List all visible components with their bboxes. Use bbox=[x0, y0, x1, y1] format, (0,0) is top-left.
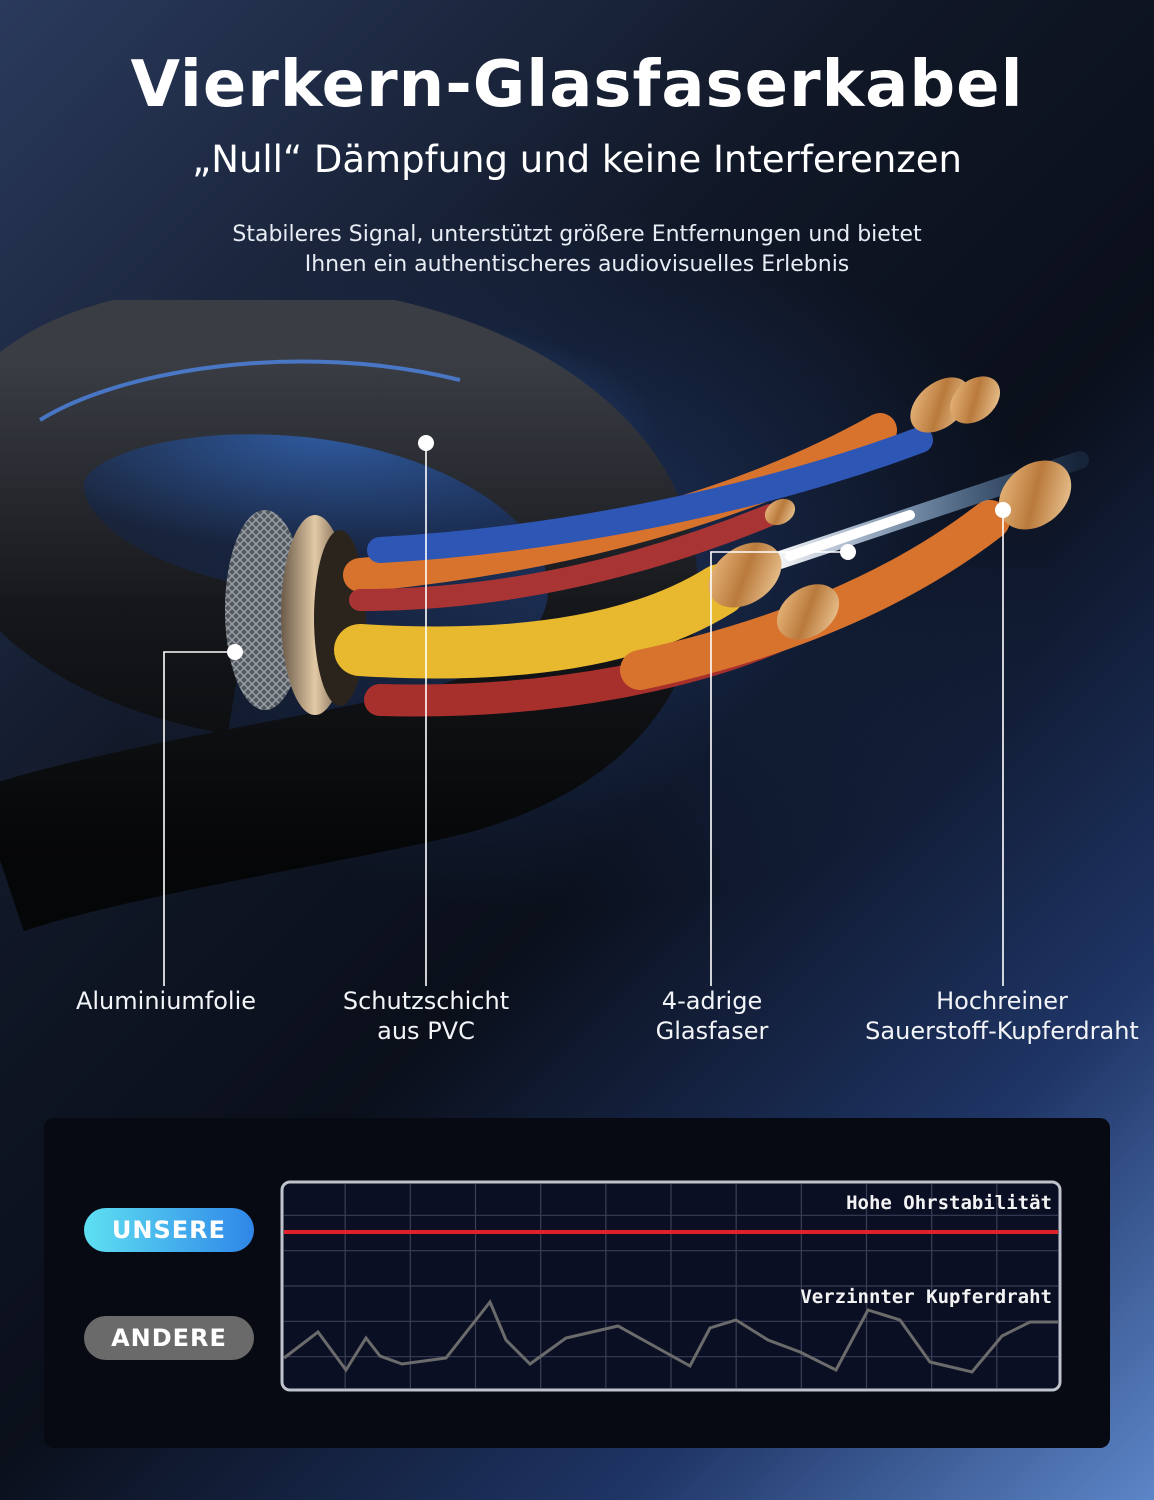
ours-badge: UNSERE bbox=[84, 1208, 254, 1252]
callout-text: Hochreiner bbox=[936, 987, 1068, 1015]
cable-illustration bbox=[0, 300, 1089, 986]
callout-text: 4-adrige bbox=[661, 987, 763, 1015]
cable-loop bbox=[0, 300, 698, 932]
callout-dot-pvc bbox=[418, 435, 434, 451]
others-signal-line bbox=[283, 1299, 1058, 1374]
copper-end-3 bbox=[764, 498, 796, 526]
cable-loop-highlight bbox=[38, 359, 461, 422]
ours-line-label: Hohe Ohrstabilität bbox=[846, 1192, 1052, 1214]
description: Stabileres Signal, unterstützt größere E… bbox=[0, 220, 1154, 280]
callout-text: Glasfaser bbox=[655, 1017, 769, 1045]
copper-end-5 bbox=[776, 584, 840, 640]
leader-line-fiber bbox=[710, 551, 848, 986]
callout-label-fiber: 4-adrige Glasfaser bbox=[602, 986, 822, 1046]
signal-graph bbox=[280, 1180, 1062, 1392]
wire-blue bbox=[367, 427, 933, 563]
leader-line-aluminium bbox=[163, 651, 235, 986]
fiber-core bbox=[785, 510, 915, 561]
copper-end-4 bbox=[708, 542, 782, 608]
metal-ring-inner bbox=[314, 530, 366, 706]
wire-red-top bbox=[349, 504, 781, 611]
callout-dot-copper bbox=[995, 502, 1011, 518]
callout-text: Aluminiumfolie bbox=[75, 987, 257, 1015]
callout-text: Schutzschicht bbox=[342, 987, 510, 1015]
comparison-panel: UNSERE ANDERE Hohe Ohrstabilität Verzinn… bbox=[44, 1118, 1110, 1448]
callout-label-aluminium: Aluminiumfolie bbox=[56, 986, 276, 1016]
copper-end-2 bbox=[949, 376, 1001, 424]
others-badge: ANDERE bbox=[84, 1316, 254, 1360]
callout-dot-fiber bbox=[840, 544, 856, 560]
page-title: Vierkern-Glasfaserkabel bbox=[130, 48, 1024, 122]
callout-label-pvc: Schutzschicht aus PVC bbox=[316, 986, 536, 1046]
page-subtitle: „Null“ Dämpfung und keine Interferenzen bbox=[192, 138, 962, 181]
others-line-label: Verzinnter Kupferdraht bbox=[800, 1286, 1052, 1308]
description-line-1: Stabileres Signal, unterstützt größere E… bbox=[232, 222, 922, 247]
callout-text: aus PVC bbox=[377, 1017, 475, 1045]
callout-text: Sauerstoff-Kupferdraht bbox=[865, 1017, 1139, 1045]
callout-label-copper: Hochreiner Sauerstoff-Kupferdraht bbox=[854, 986, 1150, 1046]
wire-yellow bbox=[334, 564, 746, 679]
description-line-2: Ihnen ein authentischeres audiovisuelles… bbox=[304, 252, 850, 277]
callout-dot-aluminium bbox=[227, 644, 243, 660]
copper-end-6 bbox=[998, 460, 1072, 530]
